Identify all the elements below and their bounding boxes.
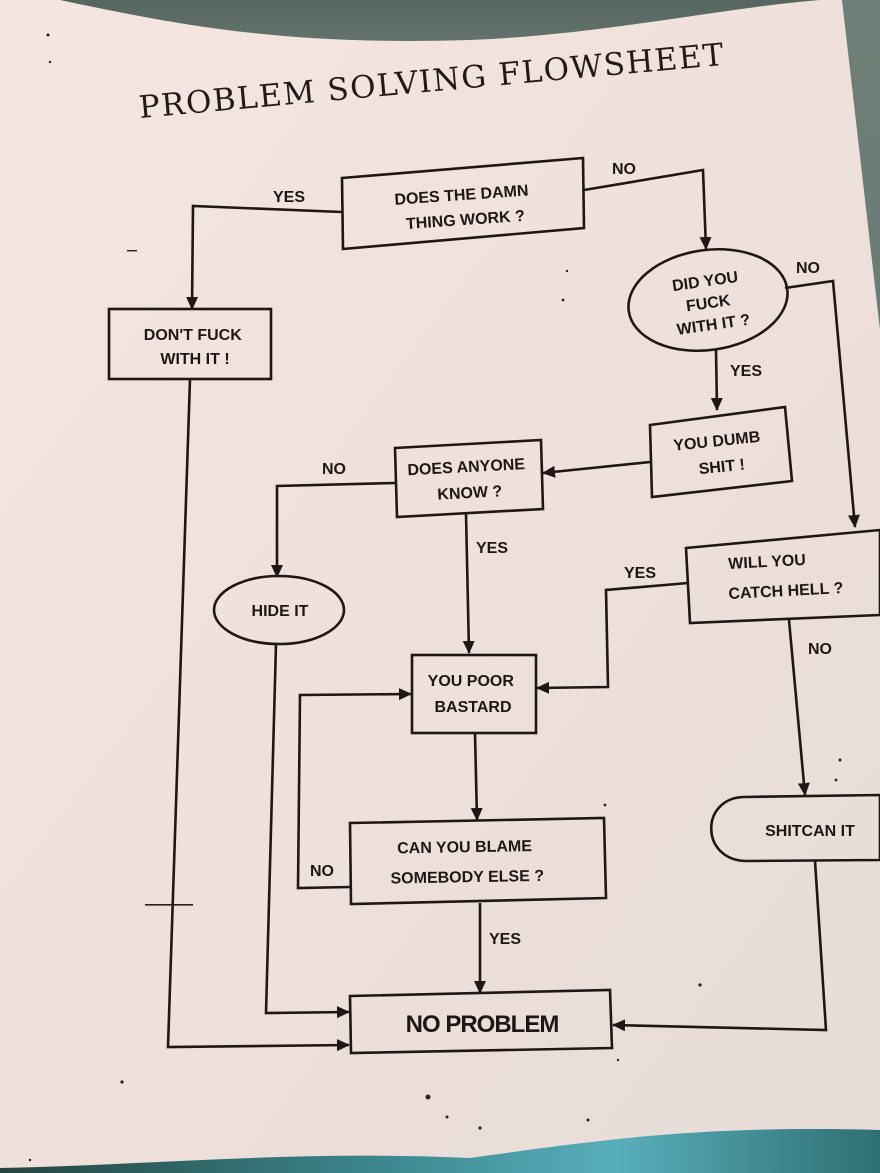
- node-anyone-know-shape: [393, 438, 545, 519]
- node-no-problem-shape: [348, 988, 614, 1055]
- edge-shitcan-to-no-problem: [612, 860, 828, 1032]
- edge-label-blame-no: NO: [310, 863, 334, 880]
- edge-label-touch-no: NO: [796, 260, 820, 277]
- node-blame: CAN YOU BLAME SOMEBODY ELSE ?: [390, 838, 544, 888]
- edge-work-yes: [186, 204, 343, 310]
- edge-know-no: [271, 481, 396, 578]
- node-poor-bastard-shape: [410, 653, 538, 735]
- photocopy-specks: [28, 33, 842, 1162]
- node-you-dumb-shape: [648, 405, 794, 499]
- edge-label-work-yes: YES: [273, 189, 305, 206]
- edge-label-know-no: NO: [322, 461, 346, 478]
- node-does-it-work-shape: [340, 156, 586, 251]
- edge-touch-no: [784, 279, 860, 528]
- edge-label-touch-yes: YES: [730, 363, 762, 380]
- node-catch-hell-shape: [684, 528, 880, 625]
- node-catch-hell: WILL YOU CATCH HELL ?: [726, 550, 843, 603]
- edge-label-hell-no: NO: [808, 641, 832, 658]
- edge-dumb-to-know: [542, 460, 651, 478]
- edge-label-work-no: NO: [612, 161, 636, 178]
- edge-blame-no: [296, 688, 412, 890]
- edge-label-hell-yes: YES: [624, 565, 656, 582]
- edge-hide-to-no-problem: [264, 643, 350, 1019]
- edge-hell-no: [787, 619, 810, 796]
- node-shitcan: SHITCAN IT: [765, 823, 855, 840]
- node-poor-bastard: YOU POOR BASTARD: [428, 673, 519, 716]
- edge-dont-touch-to-no-problem: [166, 378, 350, 1052]
- edge-know-yes: [462, 513, 475, 654]
- edge-hell-yes: [536, 581, 689, 694]
- edge-bastard-to-blame: [470, 732, 483, 821]
- node-dont-touch: DON'T FUCK WITH IT !: [144, 327, 246, 368]
- node-blame-shape: [348, 816, 608, 906]
- edge-label-know-yes: YES: [476, 540, 508, 557]
- edge-label-blame-yes: YES: [489, 931, 521, 948]
- node-hide-it: HIDE IT: [252, 603, 309, 620]
- edge-work-no: [583, 168, 712, 250]
- node-anyone-know: DOES ANYONE KNOW ?: [407, 456, 531, 505]
- edge-touch-yes: [710, 349, 723, 411]
- node-no-problem: NO PROBLEM: [406, 1011, 559, 1038]
- node-shitcan-shape: [710, 793, 880, 863]
